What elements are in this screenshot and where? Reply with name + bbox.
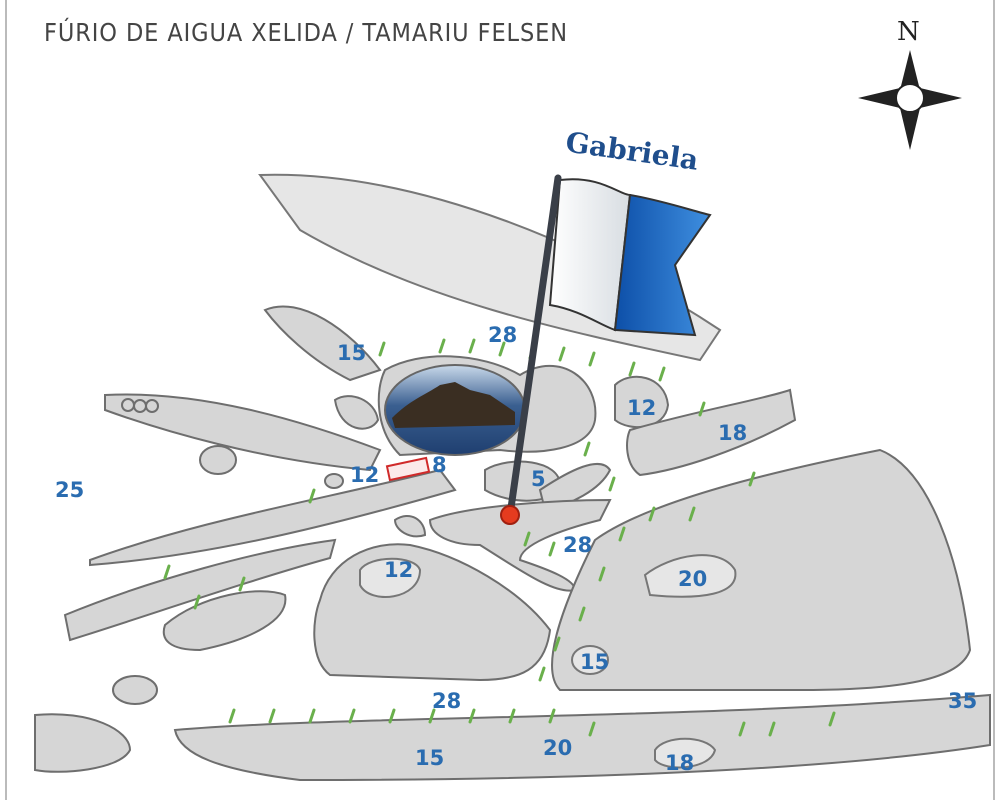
depth-label: 12: [350, 463, 379, 487]
map-title: FÚRIO DE AIGUA XELIDA / TAMARIU FELSEN: [44, 18, 569, 47]
depth-label: 15: [415, 746, 444, 770]
depth-label: 28: [563, 533, 592, 557]
depth-label: 12: [627, 396, 656, 420]
flag-blue-half: [613, 193, 712, 337]
depth-label: 12: [384, 558, 413, 582]
depth-labels: 28 15 12 18 25 12 8 5 28 12 20 15 28 35 …: [55, 323, 977, 775]
depth-label: 18: [665, 751, 694, 775]
depth-label: 25: [55, 478, 84, 502]
depth-label: 20: [678, 567, 707, 591]
depth-label: 28: [432, 689, 461, 713]
depth-label: 5: [531, 467, 546, 491]
north-label: N: [897, 17, 920, 47]
island-photo: [384, 364, 526, 456]
depth-label: 15: [580, 650, 609, 674]
depth-label: 15: [337, 341, 366, 365]
entry-point-marker: [500, 505, 520, 525]
flag-pole: [506, 174, 562, 519]
depth-label: 28: [488, 323, 517, 347]
compass-rose-icon: N: [858, 17, 962, 150]
depth-label: 35: [948, 689, 977, 713]
depth-label: 8: [432, 453, 447, 477]
wreck-marker: [385, 456, 431, 482]
depth-label: 20: [543, 736, 572, 760]
seagrass-decor: [163, 338, 836, 737]
depth-label: 18: [718, 421, 747, 445]
flag-label: Gabriela: [564, 126, 701, 177]
